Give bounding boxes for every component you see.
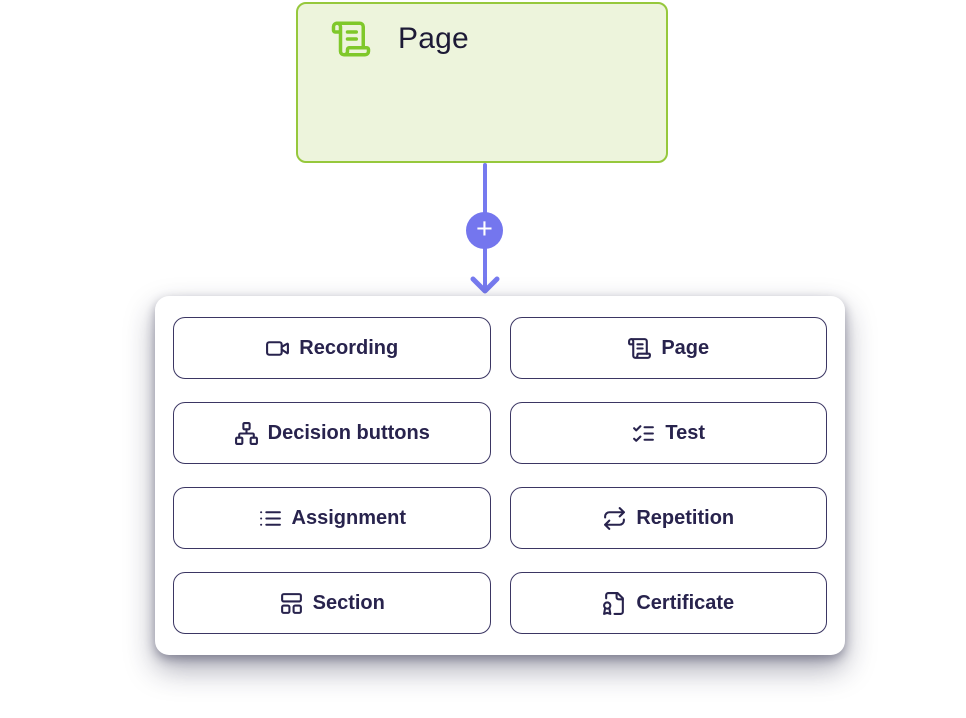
arrowhead-icon (470, 276, 500, 294)
menu-item-test[interactable]: Test (509, 402, 827, 464)
video-camera-icon (266, 340, 290, 356)
menu-item-repetition[interactable]: Repetition (509, 487, 827, 549)
list-checks-icon (633, 424, 655, 442)
menu-item-label: Certificate (636, 591, 735, 614)
menu-item-label: Test (665, 421, 706, 444)
menu-item-assignment[interactable]: Assignment (173, 487, 491, 549)
menu-item-decision-buttons[interactable]: Decision buttons (173, 402, 491, 464)
menu-item-label: Decision buttons (267, 421, 430, 444)
menu-item-label: Page (661, 336, 710, 359)
menu-item-certificate[interactable]: Certificate (509, 572, 827, 634)
step-type-menu: Recording Page Decision buttons (155, 296, 845, 655)
menu-item-label: Assignment (291, 506, 406, 529)
menu-item-label: Repetition (636, 506, 735, 529)
page-node[interactable]: Page (296, 2, 668, 163)
file-badge-icon (603, 591, 625, 615)
menu-item-label: Recording (299, 336, 399, 359)
list-icon (259, 510, 281, 526)
scroll-text-icon (331, 21, 371, 56)
menu-item-recording[interactable]: Recording (173, 317, 491, 379)
sitemap-icon (234, 421, 258, 445)
add-step-button[interactable]: + (466, 212, 503, 249)
menu-item-label: Section (312, 591, 385, 614)
plus-icon: + (476, 213, 493, 245)
menu-item-section[interactable]: Section (173, 572, 491, 634)
layout-panel-icon (280, 592, 302, 614)
repeat-icon (604, 506, 626, 530)
scroll-text-icon (628, 337, 652, 359)
page-node-label: Page (398, 21, 469, 55)
menu-item-page[interactable]: Page (509, 317, 827, 379)
